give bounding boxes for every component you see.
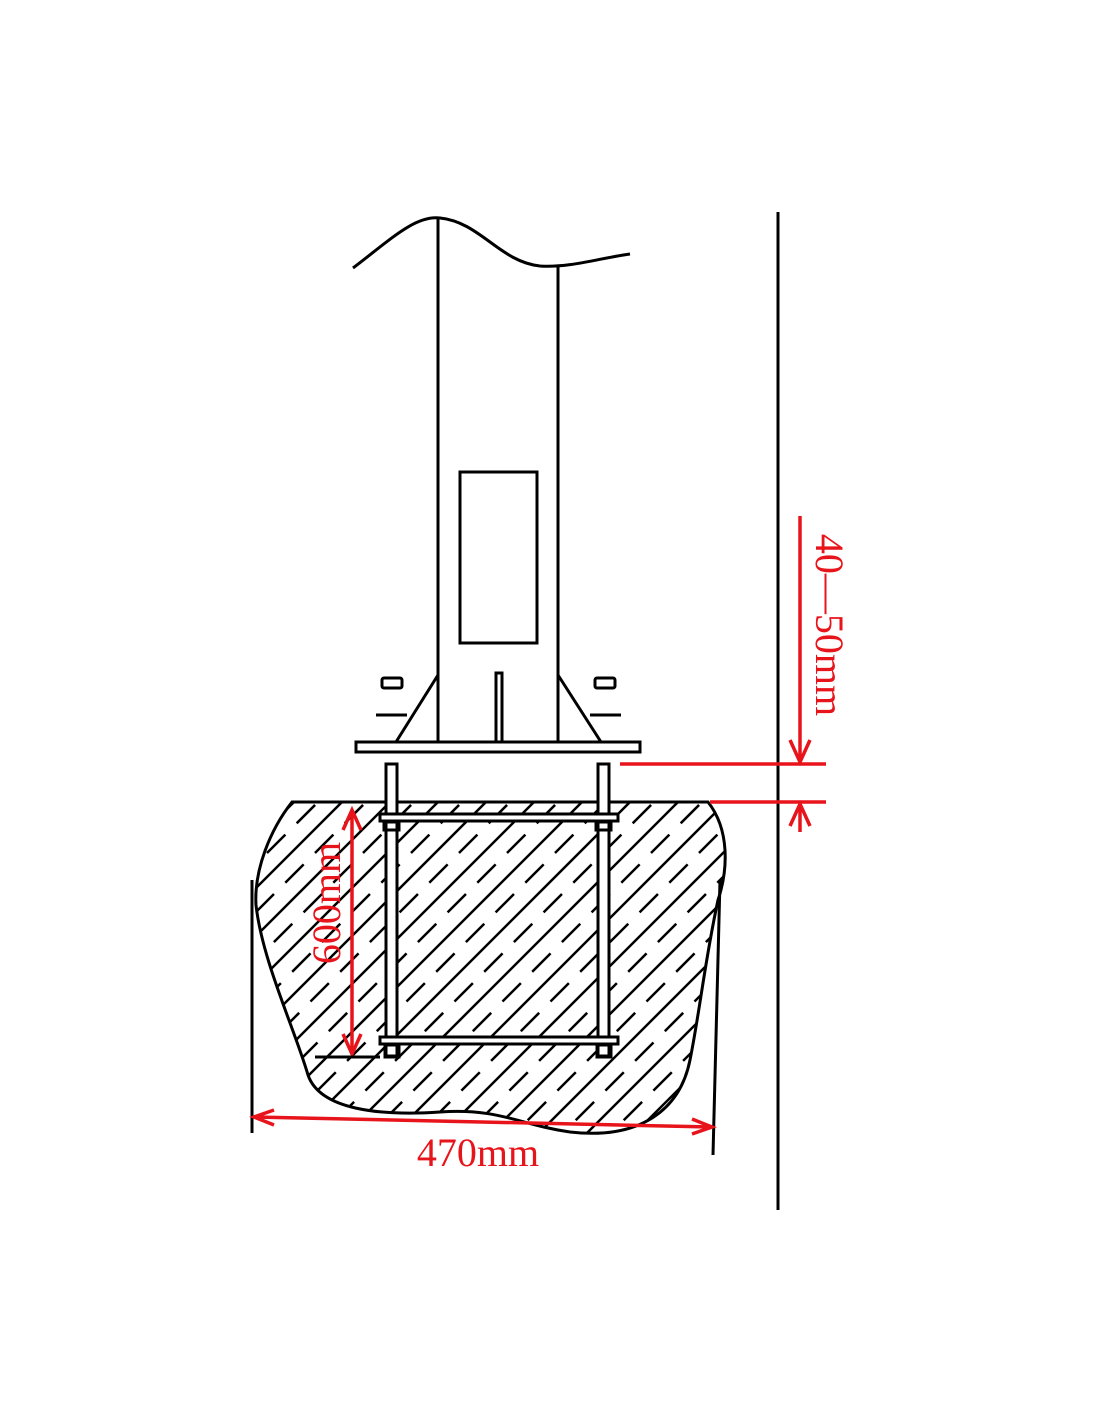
nut-icon [380,676,404,690]
arrow-down-icon [341,1033,363,1059]
dimension-bolt-depth: 600mm [304,805,380,1059]
hatch-line [255,802,413,1134]
arrow-down-icon [788,739,812,767]
gusset-left [394,674,440,743]
hatch-line [255,802,341,1134]
dimension-foundation-width: 470mm [249,1108,717,1175]
pit-wall-right [711,879,722,1156]
pole-break-line [352,216,631,270]
bolt-depth-label: 600mm [304,842,349,964]
hatch-line [545,802,726,1134]
hatch-line [401,802,726,1134]
hatch-line [713,802,726,1134]
hatch-line [0,780,244,1150]
plate-gap-label: 40—50mm [807,534,852,716]
concrete-hatching [0,780,1100,1150]
access-door [458,470,539,645]
hatch-line [255,802,509,1134]
hatch-line [617,802,726,1134]
hatch-line [738,780,1100,1150]
hatch-line [665,802,726,1134]
hatch-line [425,802,726,1134]
hatch-line [255,802,605,1134]
hatch-line [255,802,269,1134]
base-plate [354,740,642,754]
nut-icon [383,1043,401,1059]
center-rib [494,671,504,744]
arrow-right-icon [691,1117,717,1136]
hatch-line [377,802,726,1134]
anchor-bolt-left [384,762,399,1058]
hatch-line [449,802,726,1134]
dimension-plate-gap: 40—50mm [620,516,852,832]
hatch-line [255,802,389,1134]
hatch-line [497,802,726,1134]
top-ring-plate [378,812,620,823]
hatch-line [305,802,677,1134]
hatch-line [255,802,485,1134]
bottom-ring-plate [378,1035,620,1046]
hatch-line [255,802,461,1134]
hatch-line [329,802,701,1134]
hatch-line [593,802,726,1134]
anchor-bolt-right [596,762,611,1058]
hatch-line [0,780,220,1150]
nut-icon [594,820,613,832]
hatch-line [569,802,726,1134]
anchor-bolt-cage [378,762,620,1059]
nut-icon [595,1043,613,1059]
arrow-up-icon [788,799,812,827]
hatch-line [255,802,533,1134]
hatch-line [255,802,293,1134]
concrete-outline [254,800,727,1135]
hatch-line [353,802,725,1134]
hatch-line [641,802,726,1134]
arrow-left-icon [249,1108,275,1127]
hatch-line [255,802,557,1134]
pole [352,216,642,754]
hatch-line [473,802,726,1134]
hatch-line [281,802,653,1134]
foundation-width-label: 470mm [417,1130,539,1175]
hatch-line [689,802,726,1134]
nut-icon [382,820,401,832]
concrete-foundation [0,780,1100,1150]
gusset-right [556,674,603,743]
hatch-line [255,802,365,1134]
hatch-line [255,802,437,1134]
nut-icon [593,676,617,690]
hatch-line [257,802,629,1134]
arrow-up-icon [341,805,363,831]
